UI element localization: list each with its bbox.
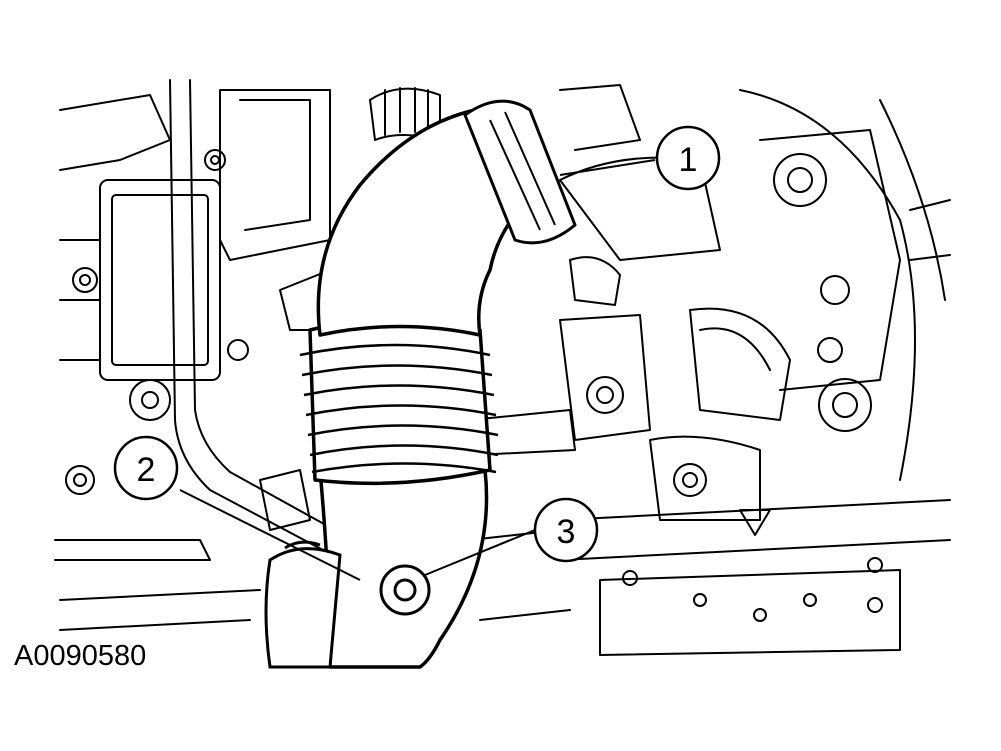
callout-2-label: 2 bbox=[137, 451, 156, 489]
callout-2: 2 bbox=[113, 435, 179, 501]
callout-1: 1 bbox=[655, 125, 721, 191]
figure-id: A0090580 bbox=[14, 640, 147, 672]
engine-background-linework bbox=[54, 79, 951, 656]
lower-hose-clamp bbox=[264, 540, 431, 669]
callout-1-label: 1 bbox=[679, 141, 698, 179]
duct-bellows-ribs bbox=[299, 343, 499, 474]
callout-3-label: 3 bbox=[557, 513, 576, 551]
callout-3: 3 bbox=[533, 497, 599, 563]
leader-lines bbox=[179, 159, 656, 581]
air-intake-duct bbox=[308, 99, 577, 669]
